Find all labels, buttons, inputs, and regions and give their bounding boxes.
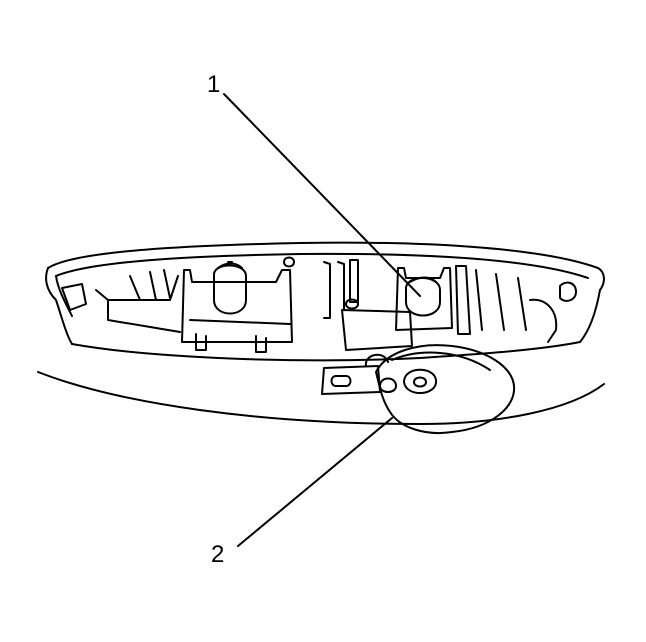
left-bulb-cap <box>217 262 243 269</box>
callout-label-1: 1 <box>207 71 221 98</box>
right-reflector-frame <box>455 265 471 335</box>
leader-line-1 <box>223 93 421 297</box>
housing-left-end <box>45 267 73 345</box>
fascia-curve <box>37 371 605 425</box>
right-socket-block <box>395 267 453 331</box>
housing-right-end <box>579 289 601 343</box>
left-bulb <box>213 264 247 315</box>
right-clip <box>559 281 577 302</box>
socket-terminal-center <box>413 376 427 388</box>
right-reflector-ribs <box>475 269 527 331</box>
reflector-shelf <box>107 299 181 333</box>
housing-rim-top <box>47 241 605 291</box>
socket-terminal <box>403 368 438 395</box>
left-socket-base <box>189 319 291 325</box>
socket-clip <box>379 377 397 393</box>
socket-body <box>375 344 516 434</box>
left-socket-tabs <box>195 333 267 353</box>
left-clip <box>61 283 87 311</box>
middle-socket-housing <box>341 309 413 351</box>
center-post <box>349 259 359 303</box>
socket-wire <box>364 353 389 367</box>
right-bulb <box>405 277 441 317</box>
right-bulb-cap <box>409 276 437 283</box>
housing-left-end-inner <box>55 275 73 317</box>
left-socket-block <box>181 269 293 343</box>
reflector-ribs <box>129 269 171 301</box>
center-screw <box>345 298 359 310</box>
socket-plate-slot <box>330 375 352 387</box>
right-reflector-arc <box>529 298 558 343</box>
leader-line-2 <box>237 417 393 547</box>
socket-inner-edge <box>391 351 491 371</box>
housing-bottom <box>71 341 581 362</box>
housing-rim-top-inner <box>55 252 589 279</box>
callout-label-2: 2 <box>211 541 225 568</box>
socket-plate <box>321 365 381 395</box>
center-bracket <box>323 261 345 319</box>
center-small-tab <box>283 256 295 268</box>
